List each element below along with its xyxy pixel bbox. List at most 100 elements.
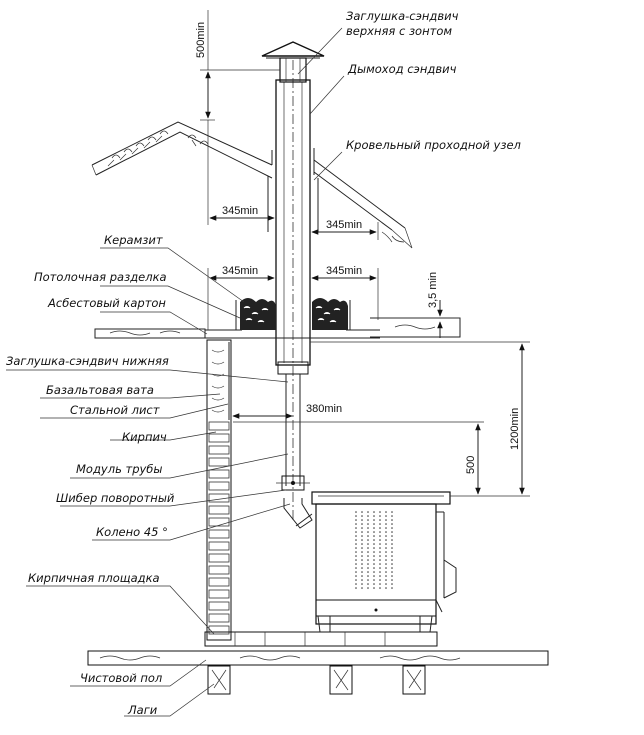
- stove-vent-dot: [385, 587, 387, 589]
- label-top-cap-1: Заглушка-сэндвич: [346, 9, 459, 23]
- label-roof-unit: Кровельный проходной узел: [346, 138, 522, 152]
- stove-vent-dot: [355, 559, 357, 561]
- stove-vent-dot: [379, 511, 381, 513]
- stove-vent-dot: [391, 523, 393, 525]
- stove-vent-dot: [385, 575, 387, 577]
- stove-vent-dot: [367, 511, 369, 513]
- stove-vent-dot: [373, 555, 375, 557]
- stove-vent-dot: [355, 519, 357, 521]
- stove-vent-dot: [379, 583, 381, 585]
- stove-vent-dot: [367, 547, 369, 549]
- floor: [87, 631, 549, 695]
- label-pipe-module: Модуль трубы: [76, 462, 162, 476]
- stove-vent-dot: [385, 547, 387, 549]
- stove-vent-dot: [385, 527, 387, 529]
- stove-vent-dot: [355, 563, 357, 565]
- stove-vent-dot: [361, 551, 363, 553]
- brick: [208, 445, 230, 455]
- stove-vent-dot: [367, 515, 369, 517]
- stove-vent-dot: [355, 511, 357, 513]
- label-basalt: Базальтовая вата: [46, 383, 154, 397]
- stove-vent-dot: [367, 527, 369, 529]
- dim-wall-to-pipe: 380min: [306, 403, 342, 415]
- chimney-sandwich-pipe: [261, 41, 325, 520]
- brick: [208, 601, 230, 611]
- label-joists: Лаги: [127, 703, 158, 717]
- stove-vent-dot: [355, 539, 357, 541]
- stove-vent-dot: [373, 515, 375, 517]
- stove-vent-dot: [391, 551, 393, 553]
- brick: [208, 565, 230, 575]
- stove-vent-dot: [361, 535, 363, 537]
- stove-vent-dot: [355, 583, 357, 585]
- brick: [208, 517, 230, 527]
- stove-vent-dot: [355, 567, 357, 569]
- stove-vent-dot: [379, 551, 381, 553]
- stove-vent-dot: [361, 531, 363, 533]
- stove-vent-dot: [391, 543, 393, 545]
- stove-vent-dot: [367, 555, 369, 557]
- dim-top-clearance: 500min: [195, 22, 207, 58]
- stove-vent-dot: [391, 515, 393, 517]
- stove-vent-dot: [361, 563, 363, 565]
- stove-vent-dot: [355, 543, 357, 545]
- stove-vent-dot: [373, 539, 375, 541]
- brick: [208, 553, 230, 563]
- brick: [208, 421, 230, 431]
- stove-vent-dot: [391, 575, 393, 577]
- stove-vent-dot: [367, 579, 369, 581]
- stove-vent-dot: [373, 547, 375, 549]
- stove-vent-dot: [373, 511, 375, 513]
- label-brick: Кирпич: [122, 430, 167, 444]
- stove-vent-dot: [379, 567, 381, 569]
- stove-vent-dot: [385, 555, 387, 557]
- stove-vent-dot: [391, 555, 393, 557]
- stove-vent-dot: [391, 539, 393, 541]
- stove-vent-dot: [361, 523, 363, 525]
- dim-ceiling-left: 345min: [222, 265, 258, 277]
- stove-vent-dot: [385, 543, 387, 545]
- stove-vent-dot: [361, 547, 363, 549]
- stove-vent-dot: [355, 535, 357, 537]
- stove-vent-dot: [391, 559, 393, 561]
- label-brick-pad: Кирпичная площадка: [28, 571, 160, 585]
- stove-vent-dot: [391, 571, 393, 573]
- stove-vent-dot: [379, 515, 381, 517]
- stove-vent-dot: [355, 571, 357, 573]
- stove-vent-dot: [361, 571, 363, 573]
- dimension-lines: [200, 10, 530, 497]
- dim-roof-left: 345min: [222, 205, 258, 217]
- stove-vent-dot: [367, 531, 369, 533]
- stove-vent-dot: [385, 567, 387, 569]
- stove-vent-dot: [373, 535, 375, 537]
- label-bottom-cap: Заглушка-сэндвич нижняя: [6, 354, 169, 368]
- brick: [208, 589, 230, 599]
- dimension-texts: 500min 345min 345min 345min 345min 3,5 m…: [195, 22, 521, 474]
- stove-vent-dot: [373, 579, 375, 581]
- brick: [208, 505, 230, 515]
- stove-vent-dot: [391, 535, 393, 537]
- stove-vent-dot: [367, 559, 369, 561]
- stove-vent-dot: [391, 511, 393, 513]
- stove-vent-dot: [355, 587, 357, 589]
- stove-vent-dot: [385, 551, 387, 553]
- stove-vent-dot: [367, 583, 369, 585]
- stove-vent-dot: [385, 535, 387, 537]
- stove-vent-dot: [385, 523, 387, 525]
- stove-vent-dot: [385, 515, 387, 517]
- roof: [91, 121, 413, 249]
- brick: [208, 457, 230, 467]
- stove-vent-dot: [391, 583, 393, 585]
- stove-vent-dot: [373, 551, 375, 553]
- brick: [208, 577, 230, 587]
- dim-stove-height: 1200min: [509, 408, 521, 450]
- stove-vent-dot: [361, 511, 363, 513]
- stove-vent-dot: [367, 567, 369, 569]
- stove-vent-dot: [373, 523, 375, 525]
- label-expanded-clay: Керамзит: [104, 233, 163, 247]
- dim-roof-right: 345min: [326, 219, 362, 231]
- stove-vent-dot: [355, 547, 357, 549]
- stove-vent-dot: [367, 575, 369, 577]
- stove-vent-dot: [373, 531, 375, 533]
